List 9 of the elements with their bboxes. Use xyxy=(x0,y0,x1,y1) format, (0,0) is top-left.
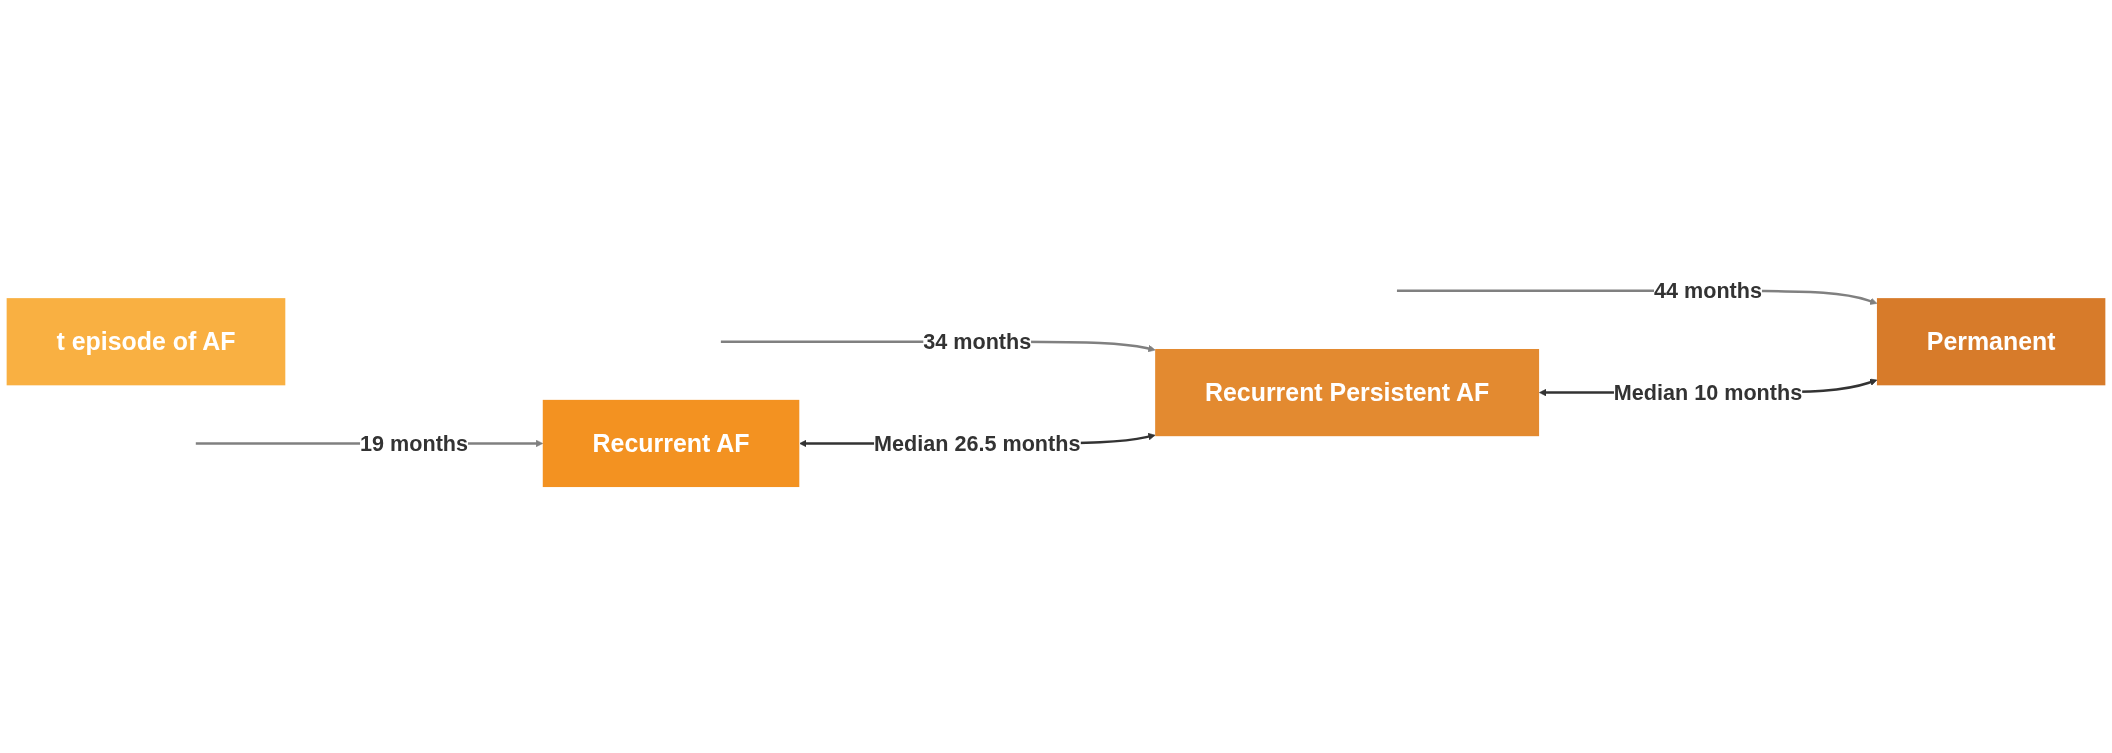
node-box: Recurrent AF xyxy=(542,399,800,488)
edge-label: Median 10 months xyxy=(1613,379,1803,405)
node-box: t episode of AF xyxy=(6,298,286,386)
edge-label: 19 months xyxy=(360,430,469,456)
edge-label: Median 26.5 months xyxy=(874,430,1081,456)
edge-label: 44 months xyxy=(1654,277,1762,303)
node-box: Permanent xyxy=(1876,298,2106,386)
node-box: Recurrent Persistent AF xyxy=(1155,349,1540,437)
edge-label: 34 months xyxy=(923,328,1032,354)
